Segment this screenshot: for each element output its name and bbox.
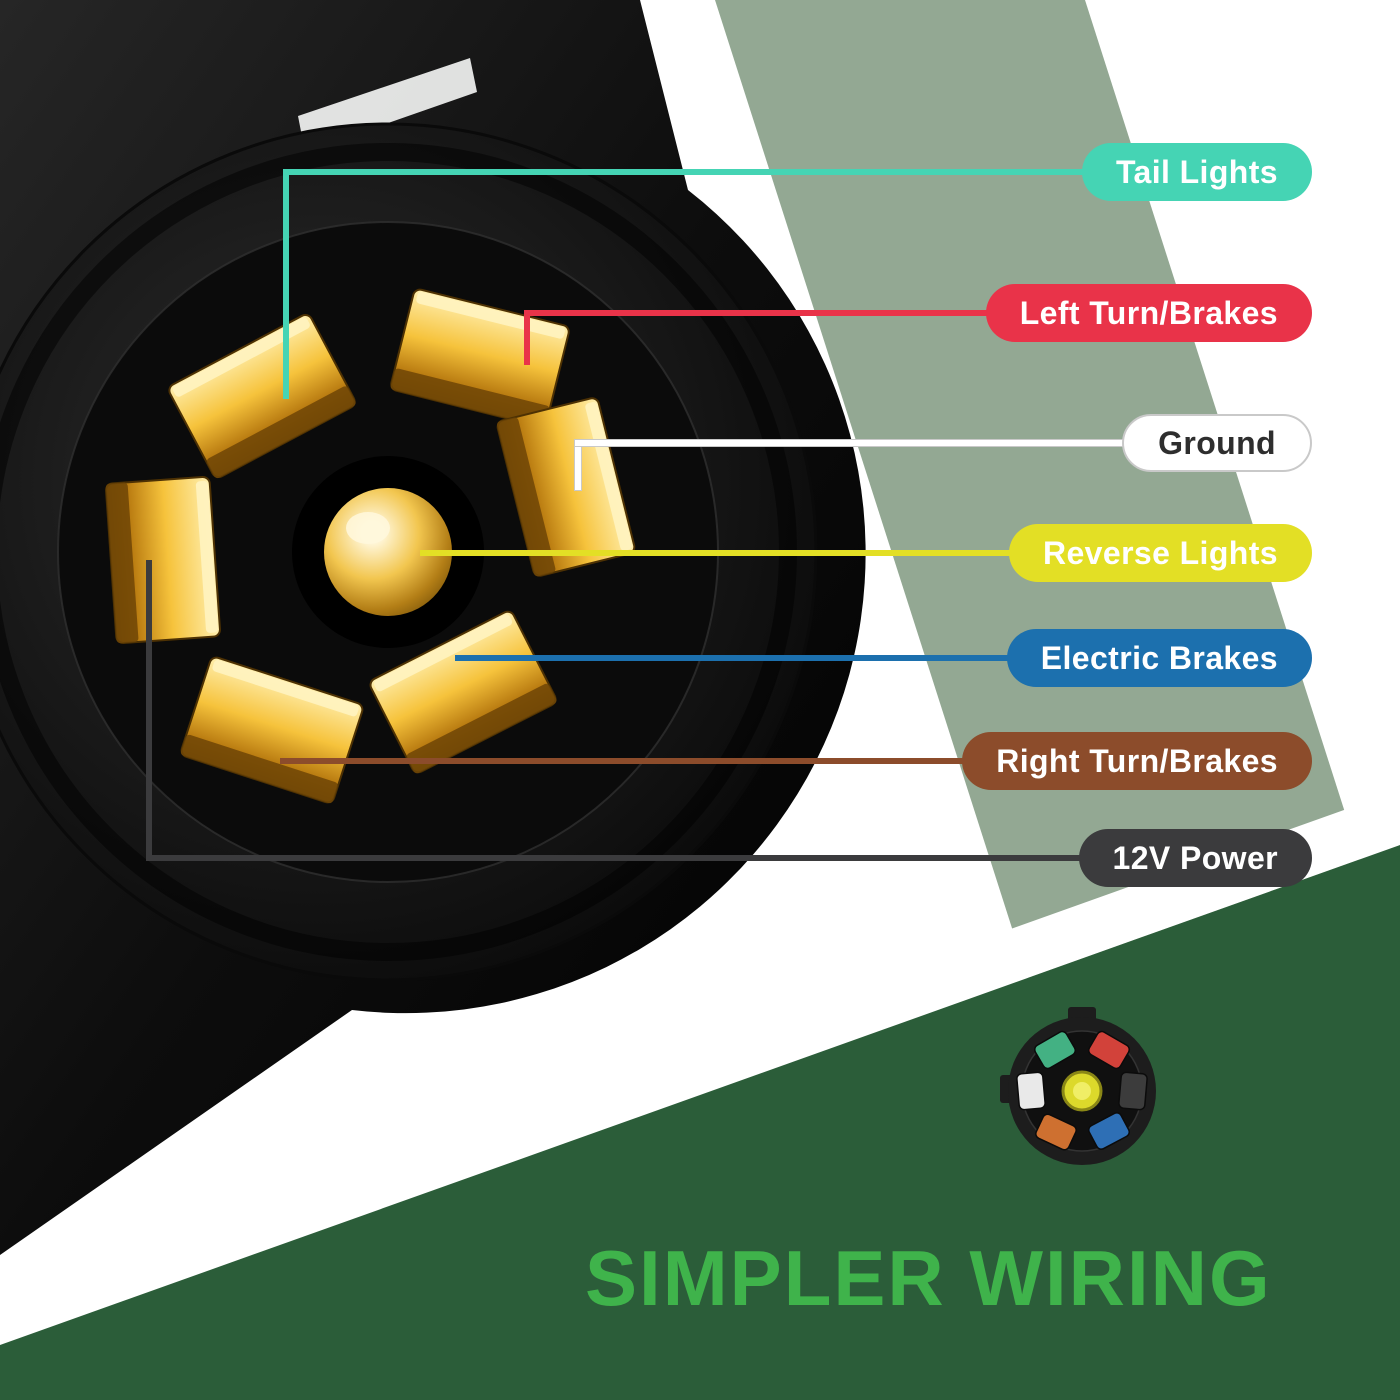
pin-12v-power	[105, 476, 221, 644]
center-pin-highlight	[346, 512, 390, 544]
mini-pin-black	[1118, 1071, 1148, 1111]
mini-pin-blue	[1088, 1112, 1130, 1150]
mini-pin-green	[1033, 1030, 1077, 1070]
mini-pin-red	[1087, 1030, 1131, 1070]
pin-electric-brakes	[369, 610, 557, 774]
label-pill-right-turn-brakes: Right Turn/Brakes	[962, 732, 1312, 790]
pin-right-turn-brakes	[180, 656, 364, 804]
mini-connector-icon	[1000, 1007, 1156, 1165]
label-pill-ground: Ground	[1122, 414, 1312, 472]
pin-tail-lights	[168, 313, 356, 479]
mini-pin-white	[1016, 1071, 1046, 1111]
mini-pin-yellow-inner	[1073, 1082, 1091, 1100]
headline-simpler-wiring: SIMPLER WIRING	[585, 1234, 1272, 1322]
mini-pin-orange	[1035, 1113, 1077, 1151]
label-pill-12v-power: 12V Power	[1078, 829, 1312, 887]
label-pill-tail-lights: Tail Lights	[1081, 143, 1312, 201]
label-pill-electric-brakes: Electric Brakes	[1006, 629, 1312, 687]
trailer-connector-photo	[0, 0, 866, 1255]
label-pill-reverse-lights: Reverse Lights	[1008, 524, 1312, 582]
label-pill-left-turn-brakes: Left Turn/Brakes	[985, 284, 1312, 342]
